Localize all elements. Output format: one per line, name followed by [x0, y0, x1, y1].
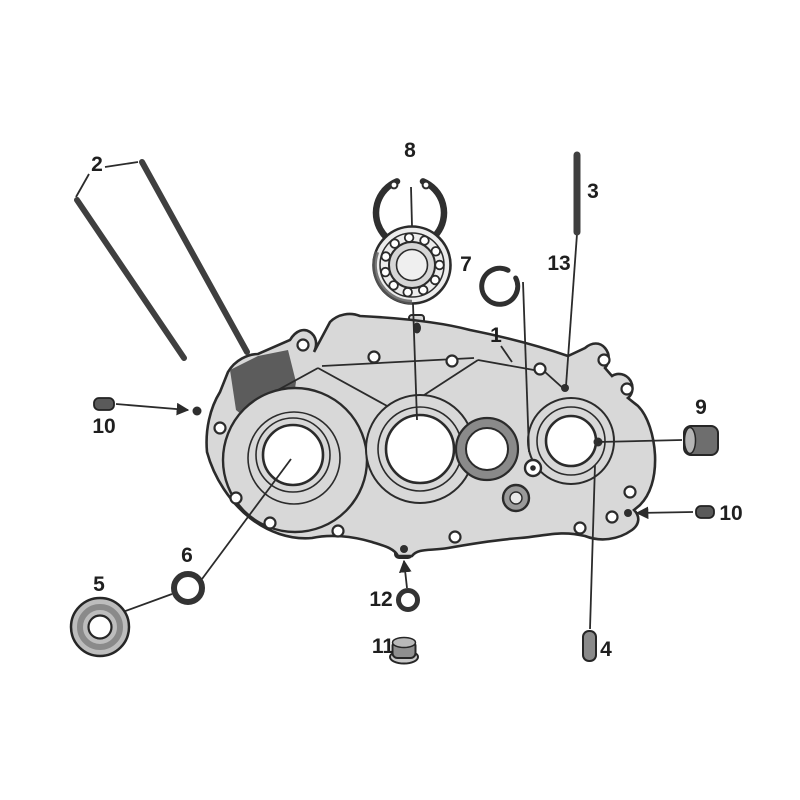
locating-dots	[192, 322, 632, 553]
part-2-studs	[74, 159, 250, 361]
part-label-10-left: 10	[92, 415, 115, 438]
part-10-plug-right	[695, 505, 715, 519]
part-label-13: 13	[547, 252, 570, 275]
part-7-bearing	[372, 225, 452, 305]
part-13-circlip	[479, 265, 521, 307]
part-label-10-right: 10	[719, 502, 742, 525]
part-label-4: 4	[600, 638, 612, 661]
part-4-pin	[582, 630, 597, 662]
part-label-8: 8	[404, 139, 416, 162]
part-label-3: 3	[587, 180, 599, 203]
part-labels: 1 2 3 4 5 6 7 8 9 10 10 11 12 13	[91, 139, 743, 661]
part-6-ring	[171, 571, 205, 605]
part-label-1: 1	[490, 324, 502, 347]
bolt-holes	[213, 338, 637, 544]
part-label-5: 5	[93, 573, 105, 596]
part-9-bushing	[683, 425, 719, 456]
part-10-plug-left	[93, 397, 115, 411]
part-label-11: 11	[372, 635, 395, 658]
part-label-7: 7	[460, 253, 472, 276]
leader-lines	[75, 161, 694, 630]
part-11-bolt	[389, 636, 419, 665]
part-12-washer	[396, 588, 420, 612]
part-label-6: 6	[181, 544, 193, 567]
part-5-washer	[69, 596, 131, 658]
part-label-2: 2	[91, 153, 103, 176]
interior-seats	[501, 458, 543, 513]
crankcase-body	[192, 312, 657, 559]
part-label-12: 12	[369, 588, 392, 611]
center-bore	[365, 394, 475, 504]
right-bore	[527, 397, 615, 485]
mid-bore	[454, 416, 520, 482]
part-label-9: 9	[695, 396, 707, 419]
left-cover-bore	[221, 386, 369, 534]
